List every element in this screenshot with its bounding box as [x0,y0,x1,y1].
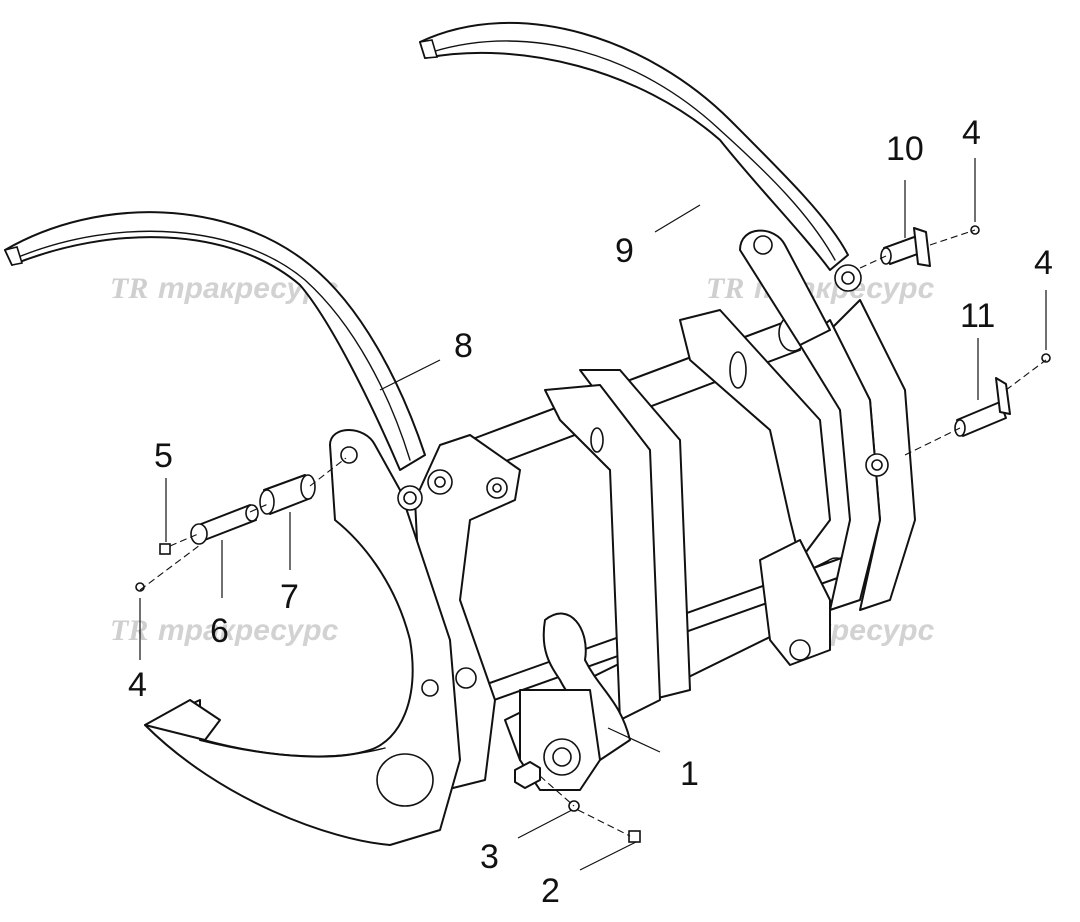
bolt-2 [628,830,641,843]
callout-11: 11 [960,297,995,335]
bushing-7 [259,474,316,515]
callout-1: 1 [680,755,699,793]
callout-9: 9 [615,232,634,270]
nut-4-right [1041,353,1051,363]
centre-plates [519,369,691,791]
watermark-logo: TR [706,272,744,305]
watermark-bottom-left: TR тракресурс [110,614,339,647]
callout-4-right: 4 [1034,244,1053,282]
callout-5: 5 [154,437,173,475]
callout-2: 2 [541,872,560,910]
watermark-top-right: TR тракресурс [706,272,935,305]
arm-8 [3,211,461,846]
watermark-logo: TR [110,272,148,305]
arm-9 [418,22,862,346]
callout-labels: 1 2 3 4 4 4 5 6 7 8 9 10 11 [128,114,1053,910]
bolt-5 [159,543,171,555]
callout-6: 6 [210,612,229,650]
pin-11 [954,377,1011,437]
leader-lines [139,158,1047,871]
pin-10 [880,227,931,267]
watermark-text: тракресурс [158,614,339,647]
callout-4-top: 4 [962,114,981,152]
callout-4-left: 4 [128,666,147,704]
right-side-plates [679,299,916,666]
pin-6 [190,504,259,545]
assembly-lines [139,229,1047,837]
callout-8: 8 [454,327,473,365]
callout-7: 7 [280,578,299,616]
watermark-logo: TR [110,614,148,647]
callout-10: 10 [886,130,924,168]
callout-3: 3 [480,838,499,876]
